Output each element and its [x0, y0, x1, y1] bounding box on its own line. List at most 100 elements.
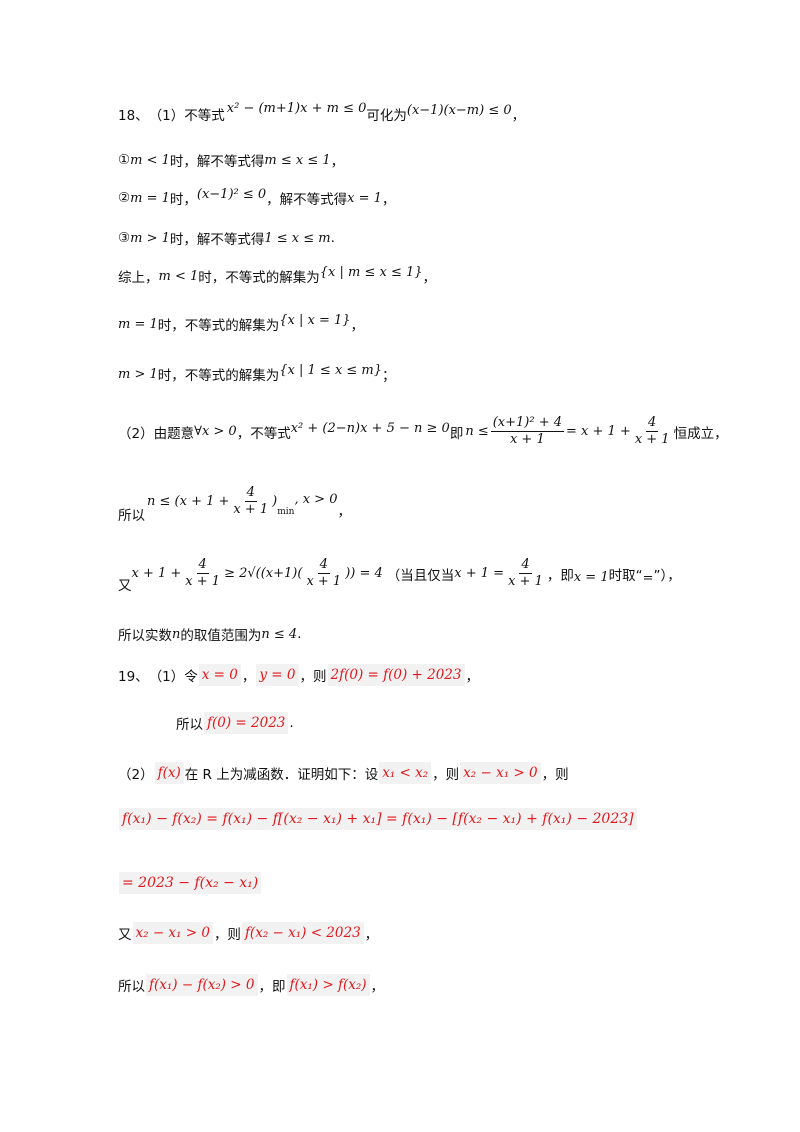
fraction-1: (x+1)² + 4 x + 1 [490, 415, 564, 447]
punct: ， [511, 108, 526, 124]
case3-condition: m > 1 [130, 230, 170, 246]
fraction-5-numerator: 4 [317, 557, 330, 574]
fraction-4-denominator: x + 1 [185, 574, 221, 589]
q18-ineq1: x² − (m+1)x + m ≤ 0 [226, 100, 367, 116]
highlight-equation: 2f(0) = f(0) + 2023 [327, 664, 465, 686]
highlight-fx1-gt-fx2: f(x₁) > f(x₂) [286, 974, 370, 996]
case2-result: x = 1 [347, 190, 382, 206]
fraction-5: 4 x + 1 [304, 558, 343, 589]
q19-part2-line: （2） f(x) 在 R 上为减函数．证明如下：设 x₁ < x₂ ，则 x₂ … [118, 762, 569, 784]
text: 恒成立， [673, 425, 728, 442]
q19-part2-label: （2） [118, 767, 154, 783]
text: ，即 [258, 979, 286, 995]
case3-text: 时，解不等式得 [169, 232, 265, 248]
summary-text: 时，不等式的解集为 [198, 270, 320, 286]
highlight-diff-positive: x₂ − x₁ > 0 [460, 762, 541, 784]
part2-inequality: x² + (2−n)x + 5 − n ≥ 0 [290, 421, 450, 436]
summary-label: 综上， [118, 270, 159, 286]
circled-one: ① [118, 152, 131, 168]
punct: ， [370, 979, 385, 995]
final-result: n ≤ 4 [261, 626, 298, 642]
fraction-1-numerator: (x+1)² + 4 [490, 415, 564, 432]
case2-text: ，解不等式得 [266, 192, 348, 208]
text: ，不等式 [236, 425, 291, 442]
summary-text: 时，不等式的解集为 [157, 318, 280, 334]
punct: ， [330, 154, 345, 170]
text: ，即 [546, 567, 574, 584]
highlight-y0: y = 0 [256, 664, 299, 686]
q18-part2-label: （2）由题意 [118, 425, 195, 442]
text: 所以 [118, 979, 145, 995]
fraction-4-numerator: 4 [196, 557, 209, 574]
summary2-set: {x | x = 1} [279, 312, 351, 328]
amgm-pre: x + 1 + [131, 566, 182, 581]
fraction-1-denominator: x + 1 [509, 432, 545, 447]
text: 又 [118, 577, 132, 594]
text: ，则 [432, 767, 460, 783]
summary2-condition: m = 1 [118, 316, 158, 332]
punct: . [330, 230, 335, 246]
highlight-x0: x = 0 [198, 664, 241, 686]
min-expr-post: ) [272, 494, 278, 509]
equals-expr: = x + 1 + [566, 424, 631, 439]
summary1-set: {x | m ≤ x ≤ 1} [319, 264, 423, 280]
fraction-3: 4 x + 1 [231, 486, 270, 517]
text: （当且仅当 [386, 567, 455, 584]
q18-final-line: 所以实数 n 的取值范围为 n ≤ 4 . [118, 624, 301, 644]
punct: ， [381, 192, 396, 208]
q19-final-line: 所以 f(x₁) − f(x₂) > 0 ，即 f(x₁) > f(x₂) ， [118, 974, 384, 996]
text: 的取值范围为 [180, 628, 262, 644]
q18-summary-2: m = 1 时，不等式的解集为 {x | x = 1} ， [118, 312, 365, 335]
text: ，则 [299, 669, 327, 685]
text: 所以 [176, 717, 203, 733]
q19-line-2: 所以 f(0) = 2023 . [176, 712, 294, 734]
forall-condition: ∀x > 0 [194, 424, 237, 439]
text: ”）， [653, 567, 681, 584]
x-equals-1: x = 1 [573, 570, 609, 585]
q18-amgm-line: 又 x + 1 + 4 x + 1 ≥ 2√((x+1)( 4 x + 1 ))… [118, 557, 681, 594]
fraction-3-denominator: x + 1 [233, 502, 269, 517]
n-le: n ≤ [465, 424, 489, 439]
text: 所以 [118, 507, 145, 524]
text: 所以实数 [118, 628, 172, 644]
punct: ， [241, 669, 256, 685]
text: 时取“ [608, 567, 643, 584]
case1-condition: m < 1 [130, 152, 170, 168]
text: 即 [449, 425, 464, 442]
amgm-mid: ≥ 2√((x+1)( [224, 566, 303, 581]
q19-also-line: 又 x₂ − x₁ > 0 ，则 f(x₂ − x₁) < 2023 ， [118, 922, 378, 944]
min-condition: , x > 0 [294, 492, 338, 507]
q18-ineq1b: (x−1)(x−m) ≤ 0 [406, 102, 512, 118]
highlight-fx: f(x) [154, 762, 184, 784]
summary-text: 时，不等式的解集为 [157, 368, 280, 384]
fraction-2: 4 x + 1 [633, 416, 672, 447]
min-expr-pre: n ≤ (x + 1 + [147, 494, 230, 509]
circled-two: ② [118, 190, 131, 206]
q19-number: 19、 [118, 669, 149, 685]
punct: ， [422, 270, 437, 286]
text: 在 R 上为减函数．证明如下：设 [184, 767, 379, 783]
summary3-condition: m > 1 [118, 366, 158, 382]
case1-result: m ≤ x ≤ 1 [264, 152, 331, 168]
case1-text: 时，解不等式得 [169, 154, 265, 170]
text: 又 [118, 927, 132, 943]
summary1-condition: m < 1 [158, 268, 199, 284]
q18-line-1: 18、 （1）不等式 x² − (m+1)x + m ≤ 0 可化为 (x−1)… [118, 100, 526, 125]
circled-three: ③ [118, 230, 131, 246]
highlight-big-equation: f(x₁) − f(x₂) = f(x₁) − f[(x₂ − x₁) + x₁… [119, 808, 637, 830]
amgm-post: )) = 4 [345, 566, 383, 581]
case3-result: 1 ≤ x ≤ m [264, 230, 331, 246]
equality-condition: x + 1 = [454, 566, 505, 581]
min-subscript: min [277, 506, 295, 517]
fraction-6-denominator: x + 1 [508, 574, 543, 589]
punct: ； [382, 368, 396, 384]
fraction-6-numerator: 4 [519, 557, 532, 574]
highlight-x1-lt-x2: x₁ < x₂ [379, 762, 432, 784]
q18-part1-label: （1）不等式 [148, 108, 225, 124]
punct: ， [337, 503, 351, 520]
punct: ， [350, 318, 365, 334]
q18-summary-1: 综上， m < 1 时，不等式的解集为 {x | m ≤ x ≤ 1} ， [118, 264, 437, 287]
punct: . [297, 626, 302, 642]
highlight-lt-2023: f(x₂ − x₁) < 2023 [241, 922, 364, 944]
